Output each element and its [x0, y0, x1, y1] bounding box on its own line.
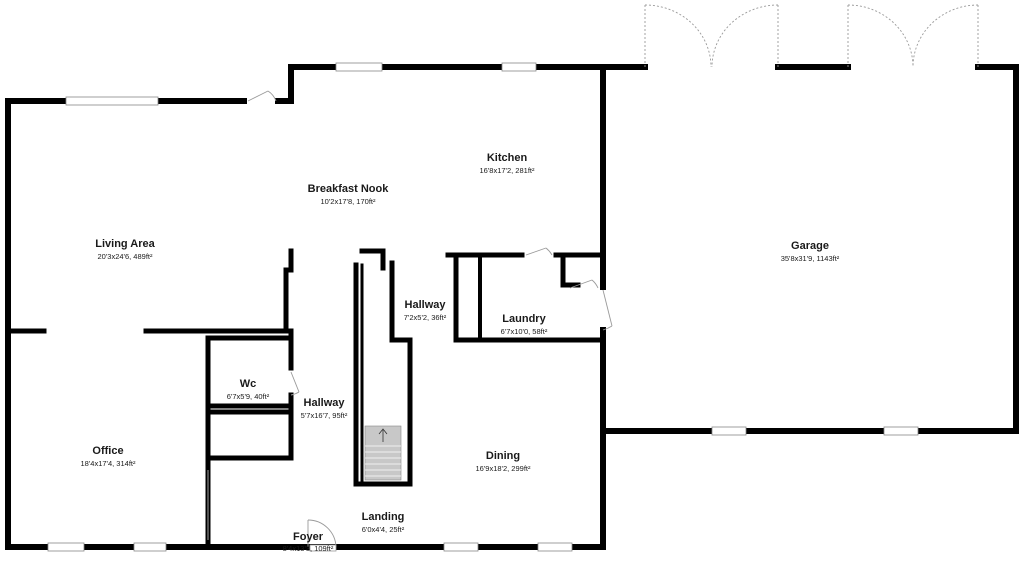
- svg-text:Hallway: Hallway: [405, 299, 447, 311]
- svg-text:18'4x17'4, 314ft²: 18'4x17'4, 314ft²: [81, 459, 136, 468]
- doors: [207, 90, 613, 552]
- svg-text:8'4x13'3, 109ft²: 8'4x13'3, 109ft²: [283, 544, 334, 553]
- room-label-wc: Wc 6'7x5'9, 40ft²: [227, 378, 270, 401]
- svg-text:6'7x10'0, 58ft²: 6'7x10'0, 58ft²: [501, 327, 548, 336]
- svg-text:Office: Office: [92, 445, 123, 457]
- room-label-kitchen: Kitchen 16'8x17'2, 281ft²: [480, 152, 535, 175]
- svg-text:Hallway: Hallway: [304, 397, 346, 409]
- svg-text:16'9x18'2, 299ft²: 16'9x18'2, 299ft²: [476, 464, 531, 473]
- svg-text:35'8x31'9, 1143ft²: 35'8x31'9, 1143ft²: [781, 254, 840, 263]
- svg-text:Laundry: Laundry: [502, 313, 546, 325]
- room-labels: Kitchen 16'8x17'2, 281ft² Breakfast Nook…: [81, 152, 840, 553]
- interior-walls: [5, 248, 606, 550]
- room-label-office: Office 18'4x17'4, 314ft²: [81, 445, 136, 468]
- svg-text:Garage: Garage: [791, 240, 829, 252]
- svg-text:Wc: Wc: [240, 378, 257, 390]
- svg-text:16'8x17'2, 281ft²: 16'8x17'2, 281ft²: [480, 166, 535, 175]
- svg-text:10'2x17'8, 170ft²: 10'2x17'8, 170ft²: [321, 197, 376, 206]
- svg-text:Dining: Dining: [486, 450, 520, 462]
- room-label-laundry: Laundry 6'7x10'0, 58ft²: [501, 313, 548, 336]
- svg-text:6'0x4'4, 25ft²: 6'0x4'4, 25ft²: [362, 525, 405, 534]
- room-label-living-area: Living Area 20'3x24'6, 489ft²: [95, 238, 155, 261]
- room-label-landing: Landing 6'0x4'4, 25ft²: [362, 511, 405, 534]
- svg-text:20'3x24'6, 489ft²: 20'3x24'6, 489ft²: [98, 252, 153, 261]
- svg-text:Foyer: Foyer: [293, 531, 324, 543]
- svg-text:Breakfast Nook: Breakfast Nook: [308, 183, 390, 195]
- room-label-garage: Garage 35'8x31'9, 1143ft²: [781, 240, 840, 263]
- windows: [47, 62, 919, 552]
- svg-text:Landing: Landing: [362, 511, 405, 523]
- svg-text:5'7x16'7, 95ft²: 5'7x16'7, 95ft²: [301, 411, 348, 420]
- room-label-hallway-upper: Hallway 7'2x5'2, 36ft²: [404, 299, 447, 322]
- room-label-foyer: Foyer 8'4x13'3, 109ft²: [283, 531, 334, 553]
- svg-text:7'2x5'2, 36ft²: 7'2x5'2, 36ft²: [404, 313, 447, 322]
- room-label-breakfast-nook: Breakfast Nook 10'2x17'8, 170ft²: [308, 183, 390, 206]
- garage-doors: [644, 4, 979, 68]
- room-label-hallway-lower: Hallway 5'7x16'7, 95ft²: [301, 397, 348, 420]
- svg-text:Kitchen: Kitchen: [487, 152, 528, 164]
- room-label-dining: Dining 16'9x18'2, 299ft²: [476, 450, 531, 473]
- stairs: [364, 425, 402, 481]
- svg-text:6'7x5'9, 40ft²: 6'7x5'9, 40ft²: [227, 392, 270, 401]
- svg-text:Living Area: Living Area: [95, 238, 155, 250]
